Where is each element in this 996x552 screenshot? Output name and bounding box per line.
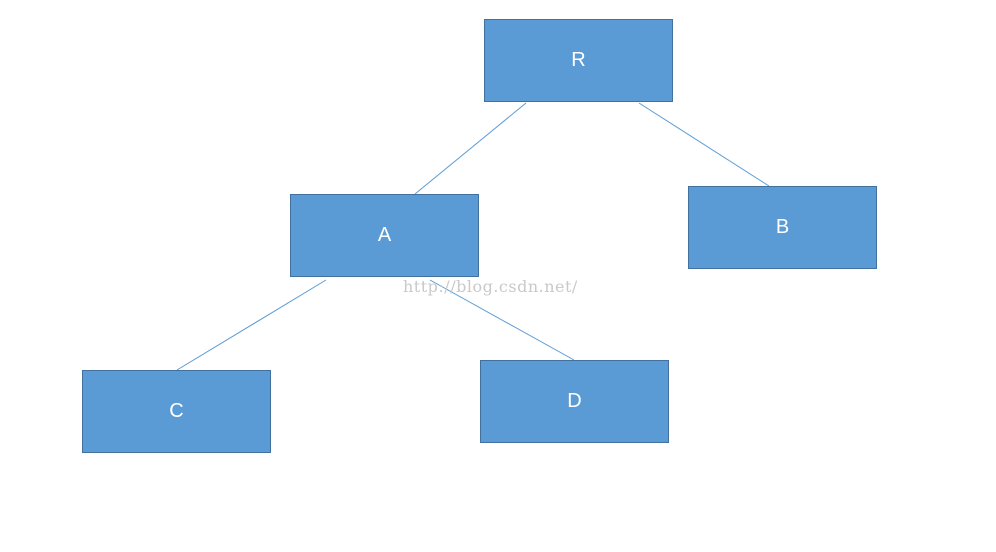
edge-a-d <box>429 279 575 361</box>
node-r: R <box>484 19 673 102</box>
edge-r-b <box>638 102 770 187</box>
edge-r-a <box>414 102 527 195</box>
watermark-text: http://blog.csdn.net/ <box>403 277 578 296</box>
node-d: D <box>480 360 669 443</box>
node-a: A <box>290 194 479 277</box>
edge-a-c <box>176 279 327 371</box>
node-b: B <box>688 186 877 269</box>
node-c: C <box>82 370 271 453</box>
